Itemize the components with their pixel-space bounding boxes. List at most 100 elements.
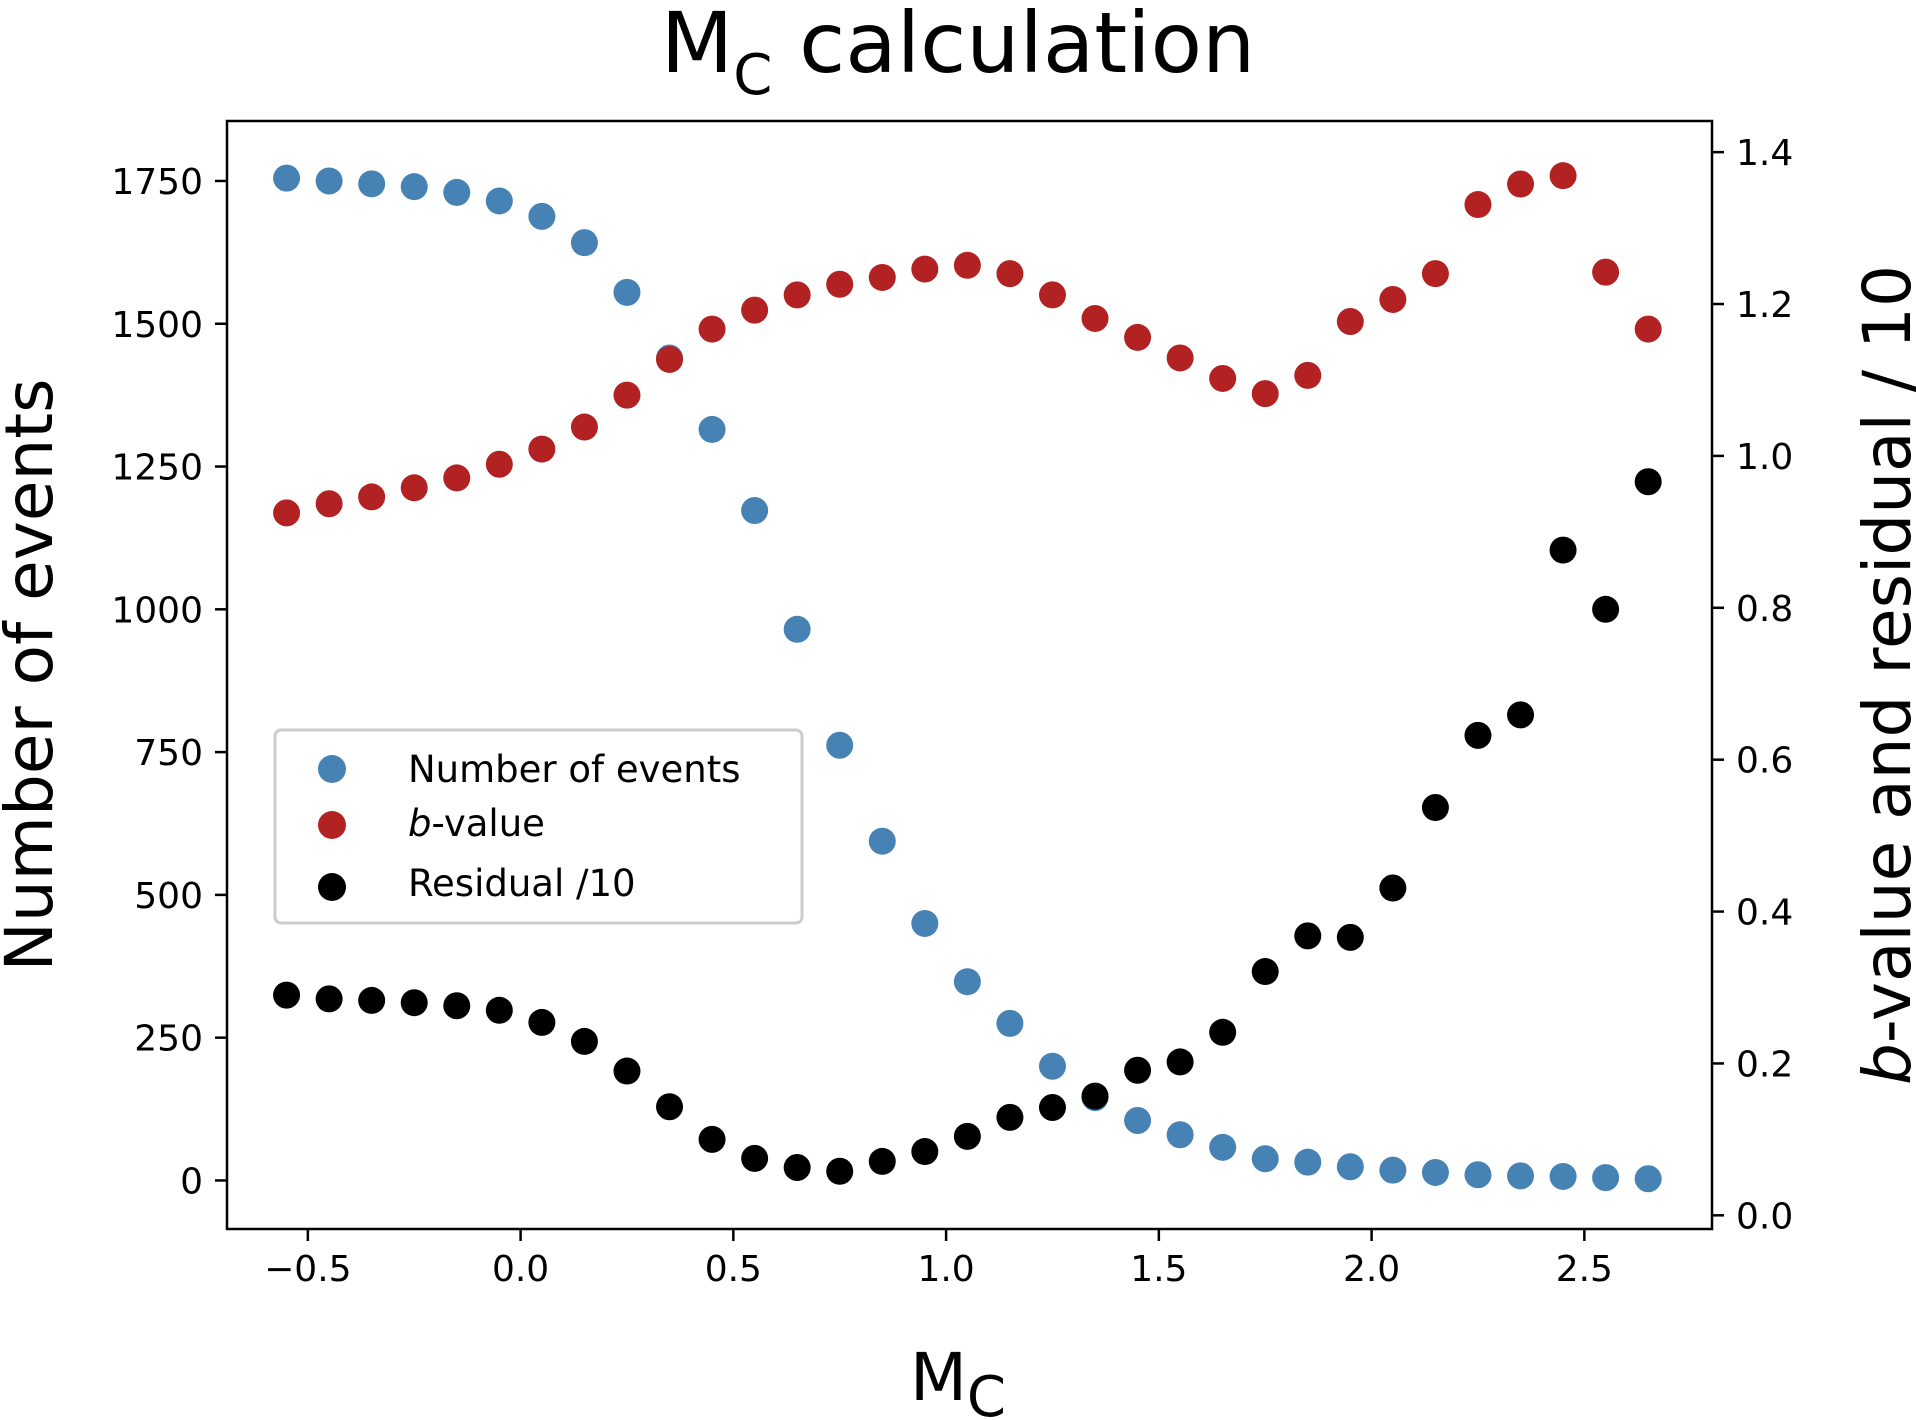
point-b-value <box>1081 304 1109 332</box>
point-number-of-events <box>1209 1133 1237 1161</box>
point-number-of-events <box>1124 1106 1152 1134</box>
point-b-value <box>698 315 726 343</box>
point-number-of-events <box>741 497 769 525</box>
point-b-value <box>443 464 471 492</box>
point-number-of-events <box>1592 1164 1620 1192</box>
point-b-value <box>1549 162 1577 190</box>
legend-marker-b-value <box>318 811 346 839</box>
point-residual <box>656 1093 684 1121</box>
x-tick-label: 0.5 <box>705 1249 762 1290</box>
point-number-of-events <box>443 178 471 206</box>
left-y-tick-label: 1000 <box>111 590 203 631</box>
right-y-tick-label: 0.2 <box>1736 1044 1793 1085</box>
point-b-value <box>741 296 769 324</box>
chart-title: MC calculation <box>661 0 1255 108</box>
legend-marker-number-of-events <box>318 755 346 783</box>
point-number-of-events <box>613 278 641 306</box>
point-residual <box>783 1153 811 1181</box>
left-y-tick-label: 1250 <box>111 448 203 489</box>
point-residual <box>1081 1082 1109 1110</box>
point-number-of-events <box>1038 1052 1066 1080</box>
point-b-value <box>826 270 854 298</box>
point-residual <box>1421 794 1449 822</box>
x-axis-label: MC <box>910 1339 1006 1420</box>
point-b-value <box>315 490 343 518</box>
point-number-of-events <box>868 827 896 855</box>
legend-label-residual: Residual /10 <box>408 862 636 905</box>
point-b-value <box>1294 361 1322 389</box>
x-tick-label: 1.0 <box>917 1249 974 1290</box>
x-tick-label: −0.5 <box>264 1249 351 1290</box>
point-b-value <box>358 483 386 511</box>
point-residual <box>1251 958 1279 986</box>
point-residual <box>273 981 301 1009</box>
point-b-value <box>1421 260 1449 288</box>
point-number-of-events <box>1421 1158 1449 1186</box>
point-b-value <box>1634 315 1662 343</box>
point-residual <box>1038 1093 1066 1121</box>
point-b-value <box>1124 323 1152 351</box>
left-y-axis-label: Number of events <box>0 378 68 971</box>
right-y-axis: 0.00.20.40.60.81.01.21.4 <box>1712 133 1793 1237</box>
point-residual <box>1124 1056 1152 1084</box>
point-number-of-events <box>1549 1162 1577 1190</box>
point-number-of-events <box>1634 1165 1662 1193</box>
point-b-value <box>868 263 896 291</box>
right-y-tick-label: 0.4 <box>1736 893 1793 934</box>
right-y-tick-label: 0.6 <box>1736 741 1793 782</box>
legend-label-number-of-events: Number of events <box>408 748 740 791</box>
point-residual <box>1166 1048 1194 1076</box>
point-residual <box>698 1125 726 1153</box>
point-number-of-events <box>315 167 343 195</box>
legend-marker-residual <box>318 873 346 901</box>
right-y-tick-label: 0.8 <box>1736 589 1793 630</box>
left-y-tick-label: 1750 <box>111 162 203 203</box>
point-b-value <box>1166 344 1194 372</box>
point-b-value <box>1464 191 1492 219</box>
point-number-of-events <box>698 415 726 443</box>
point-b-value <box>1336 307 1364 335</box>
point-residual <box>1507 701 1535 729</box>
point-residual <box>443 992 471 1020</box>
data-points <box>273 162 1662 1193</box>
point-number-of-events <box>400 173 428 201</box>
point-number-of-events <box>996 1009 1024 1037</box>
point-residual <box>485 996 513 1024</box>
plot-frame <box>225 119 1714 1231</box>
right-y-tick-label: 1.2 <box>1736 285 1793 326</box>
point-residual <box>953 1122 981 1150</box>
point-residual <box>1294 922 1322 950</box>
point-residual <box>613 1057 641 1085</box>
point-residual <box>1634 468 1662 496</box>
point-number-of-events <box>1507 1162 1535 1190</box>
point-b-value <box>273 499 301 527</box>
legend-label-b-value: b-value <box>408 802 545 845</box>
point-number-of-events <box>911 909 939 937</box>
point-b-value <box>570 413 598 441</box>
point-b-value <box>1038 281 1066 309</box>
point-number-of-events <box>485 187 513 215</box>
left-y-tick-label: 0 <box>180 1161 203 1202</box>
left-y-tick-label: 250 <box>134 1019 203 1060</box>
point-residual <box>1464 721 1492 749</box>
legend: Number of events b-value Residual /10 <box>273 728 804 925</box>
right-y-tick-label: 0.0 <box>1736 1196 1793 1237</box>
x-tick-label: 2.5 <box>1556 1249 1613 1290</box>
point-b-value <box>613 381 641 409</box>
point-number-of-events <box>1336 1153 1364 1181</box>
point-b-value <box>485 450 513 478</box>
point-b-value <box>911 255 939 283</box>
left-y-tick-label: 1500 <box>111 305 203 346</box>
point-number-of-events <box>528 202 556 230</box>
series-number-of-events <box>273 164 1662 1193</box>
point-number-of-events <box>1251 1145 1279 1173</box>
point-b-value <box>1592 258 1620 286</box>
point-residual <box>1549 536 1577 564</box>
point-residual <box>1379 874 1407 902</box>
point-number-of-events <box>826 731 854 759</box>
left-y-tick-label: 500 <box>134 876 203 917</box>
point-b-value <box>783 281 811 309</box>
